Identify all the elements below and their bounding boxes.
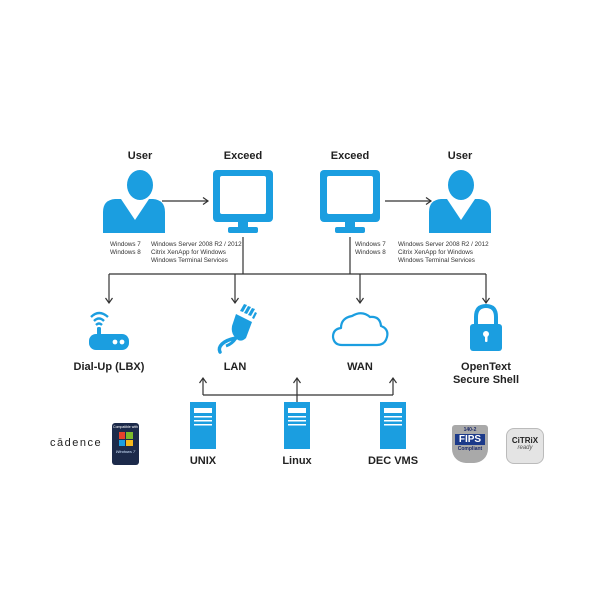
server-item: Citrix XenApp for Windows (151, 249, 226, 256)
server-icon-decvms (380, 402, 406, 449)
exceed-right-label: Exceed (330, 150, 370, 162)
os-item: Windows 8 (355, 249, 386, 256)
server-icon-unix (190, 402, 216, 449)
lan-label: LAN (223, 361, 247, 373)
monitor-icon-right (320, 170, 380, 233)
windows-logo-icon (118, 432, 133, 446)
fips-badge: 140-2 FIPS Compliant (452, 425, 488, 463)
citrix-badge-top: CiTRiX (511, 436, 539, 445)
user-icon-right (429, 170, 491, 233)
fips-badge-bottom: Compliant (457, 446, 483, 452)
windows7-badge-top: Compatible with (113, 425, 138, 429)
server-icon-linux (284, 402, 310, 449)
windows7-badge: Compatible with Windows 7 (112, 423, 139, 465)
monitor-icon-left (213, 170, 273, 233)
fips-badge-top: 140-2 (463, 427, 477, 433)
wan-label: WAN (347, 361, 373, 373)
user-right-label: User (447, 150, 473, 162)
server-item: Citrix XenApp for Windows (398, 249, 473, 256)
lock-icon (470, 303, 502, 351)
ssh-label: OpenText Secure Shell (446, 361, 526, 387)
os-item: Windows 7 (355, 241, 386, 248)
server-item: Windows Server 2008 R2 / 2012 (151, 241, 242, 248)
user-right-server-list: Windows Server 2008 R2 / 2012 Citrix Xen… (398, 241, 489, 265)
exceed-left-server-list: Windows Server 2008 R2 / 2012 Citrix Xen… (151, 241, 242, 265)
cadence-logo: cādence (50, 437, 103, 449)
os-item: Windows 8 (110, 249, 141, 256)
linux-label: Linux (282, 455, 312, 467)
server-item: Windows Terminal Services (151, 257, 228, 264)
exceed-right-os-list: Windows 7 Windows 8 (355, 241, 386, 257)
unix-label: UNIX (189, 455, 217, 467)
user-left-os-list: Windows 7 Windows 8 (110, 241, 141, 257)
dialup-label: Dial-Up (LBX) (73, 361, 145, 373)
decvms-label: DEC VMS (367, 455, 419, 467)
server-item: Windows Server 2008 R2 / 2012 (398, 241, 489, 248)
fips-badge-mid: FIPS (455, 434, 485, 445)
user-left-label: User (127, 150, 153, 162)
citrix-badge-bottom: ready (517, 445, 533, 451)
ssh-label-line1: OpenText (461, 361, 511, 373)
modem-icon (89, 311, 129, 350)
ethernet-cable-icon (217, 304, 257, 354)
cloud-icon (331, 312, 389, 347)
citrix-ready-badge: CiTRiX ready (506, 428, 544, 464)
ssh-label-line2: Secure Shell (452, 374, 520, 386)
user-icon-left (103, 170, 165, 233)
os-item: Windows 7 (110, 241, 141, 248)
exceed-left-label: Exceed (223, 150, 263, 162)
server-item: Windows Terminal Services (398, 257, 475, 264)
windows7-badge-bottom: Windows 7 (115, 449, 136, 454)
